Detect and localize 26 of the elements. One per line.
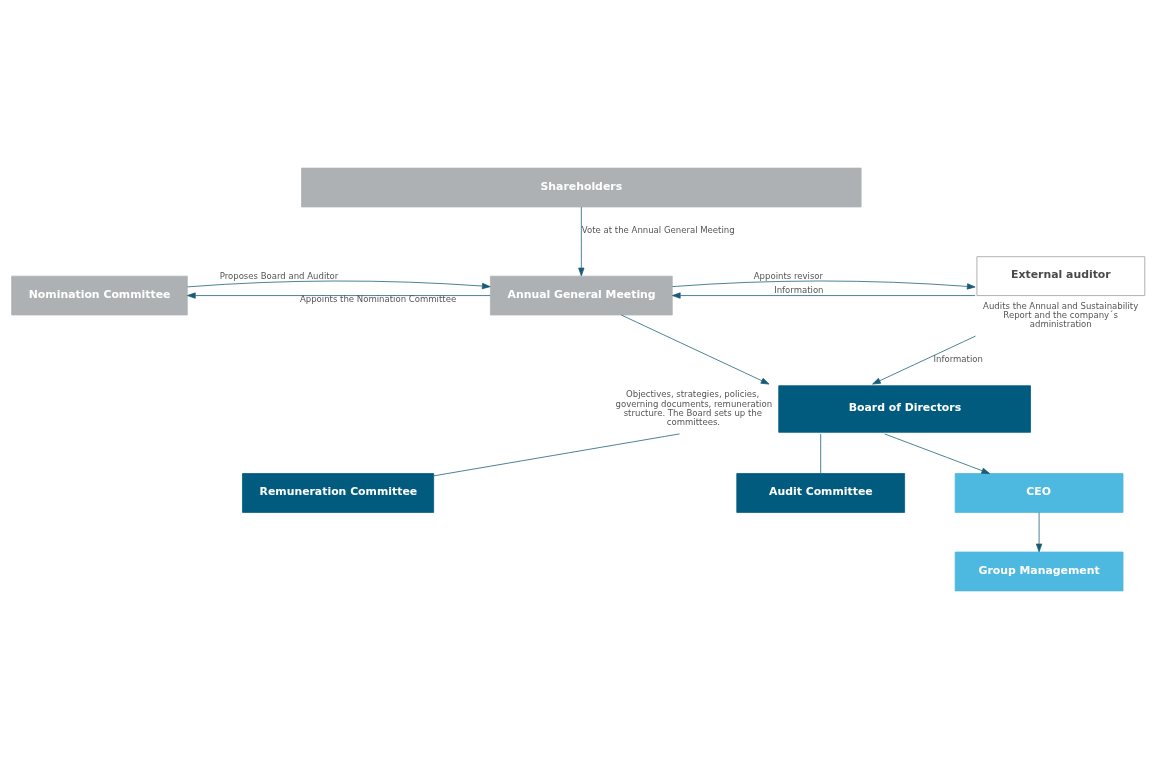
arrow bbox=[884, 433, 990, 474]
edge-label: Appoints revisor bbox=[753, 270, 824, 281]
arrow bbox=[672, 280, 976, 289]
arrow bbox=[672, 291, 976, 299]
arrow bbox=[621, 314, 770, 384]
arrow bbox=[1035, 511, 1043, 552]
edge-label: Proposes Board and Auditor bbox=[219, 270, 339, 281]
node-box: Group Management bbox=[954, 551, 1124, 591]
arrow bbox=[578, 206, 585, 276]
node-box: Remuneration Committee bbox=[242, 472, 435, 513]
arrow bbox=[872, 335, 976, 384]
node-box: Annual General Meeting bbox=[490, 275, 673, 315]
node-box: Shareholders bbox=[301, 167, 862, 207]
node-label: Objectives, strategies, policies, governing documents, remuneration structure. The Board sets up the committees. bbox=[615, 388, 773, 427]
connector bbox=[820, 433, 822, 474]
node-label: Audits the Annual and Sustainability Report and the company´s administration bbox=[983, 300, 1139, 329]
edge-label: Appoints the Nomination Committee bbox=[299, 293, 457, 304]
edge-label: Information bbox=[933, 353, 983, 364]
node-box: Nomination Committee bbox=[11, 275, 188, 315]
node-box: Audit Committee bbox=[736, 472, 906, 513]
arrow bbox=[187, 291, 491, 299]
arrow bbox=[187, 280, 491, 289]
edge-label: Information bbox=[774, 284, 824, 295]
edge-label: Vote at the Annual General Meeting bbox=[581, 224, 735, 235]
connector bbox=[433, 433, 680, 476]
node-box: CEO bbox=[954, 472, 1124, 513]
